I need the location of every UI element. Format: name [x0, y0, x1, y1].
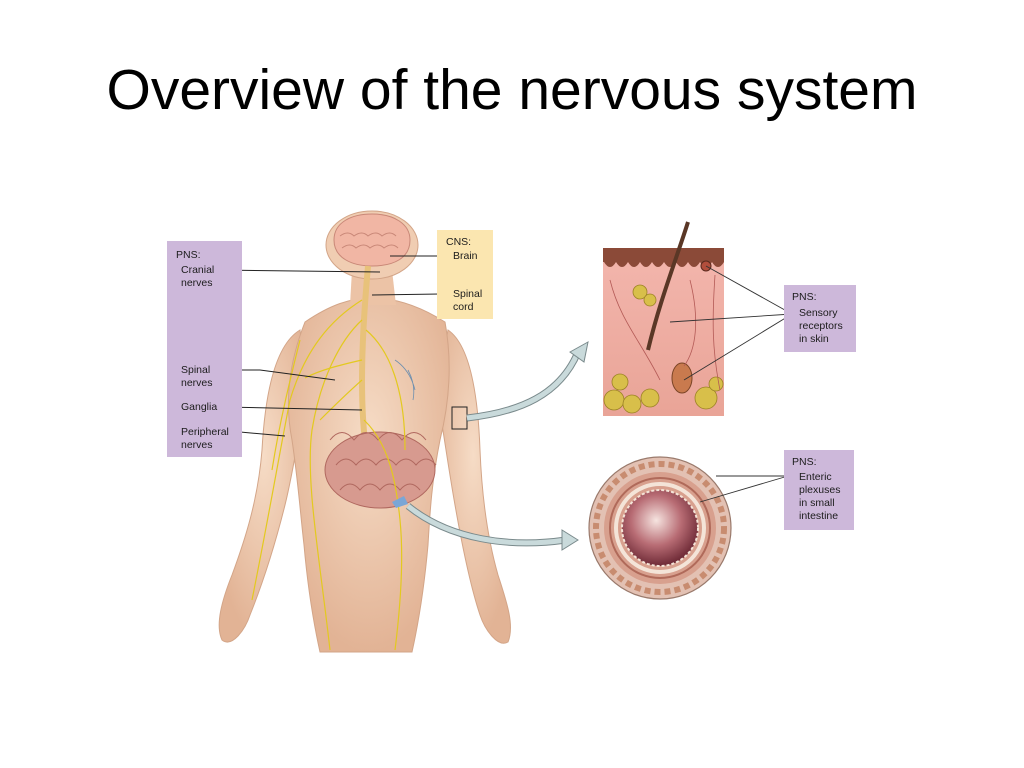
sensory-receptors-line1: Sensory [799, 307, 838, 319]
peripheral-nerves-label-line2: nerves [181, 439, 213, 451]
spinal-nerves-label-line2: nerves [181, 377, 213, 389]
enteric-plexuses-line2: plexuses [799, 484, 841, 496]
slide-title: Overview of the nervous system [106, 58, 918, 122]
enteric-plexuses-line3: in small [799, 497, 835, 509]
cns-heading: CNS: [446, 236, 472, 248]
intestine-sample-marker [392, 496, 408, 508]
pns-left-heading: PNS: [176, 249, 201, 261]
brain-label: Brain [453, 250, 478, 262]
enteric-plexuses-line4: intestine [799, 510, 839, 522]
spinal-cord-label-line1: Spinal [453, 288, 483, 300]
ganglia-label: Ganglia [181, 401, 218, 413]
spinal-nerves-label-line1: Spinal [181, 364, 211, 376]
spinal-cord-label-line2: cord [453, 301, 474, 313]
peripheral-nerves-label-line1: Peripheral [181, 426, 229, 438]
pns-gut-label-box: PNS: Enteric plexuses in small intestine [784, 450, 854, 530]
pns-skin-label-box: PNS: Sensory receptors in skin [784, 285, 856, 352]
sensory-receptors-line2: receptors [799, 320, 843, 332]
sensory-receptors-line3: in skin [799, 333, 829, 345]
pns-gut-heading: PNS: [792, 456, 817, 468]
cns-leaders [371, 255, 441, 296]
skin-receptor-leaders [669, 265, 793, 381]
enteric-plexuses-line1: Enteric [799, 471, 832, 483]
human-body-figure [218, 210, 511, 653]
skin-callout-arrow [466, 341, 589, 422]
intestine-callout-arrow [405, 503, 579, 551]
pns-skin-heading: PNS: [792, 291, 817, 303]
enteric-leaders [699, 475, 789, 503]
intestine-cross-section [588, 456, 732, 600]
cranial-nerves-label-line2: nerves [181, 277, 213, 289]
skin-cross-section [603, 221, 724, 416]
cns-label-box: CNS: Brain Spinal cord [437, 230, 493, 319]
pns-left-label-box: PNS: Cranial nerves Spinal nerves Gangli… [167, 241, 242, 457]
cranial-nerves-label-line1: Cranial [181, 264, 215, 276]
